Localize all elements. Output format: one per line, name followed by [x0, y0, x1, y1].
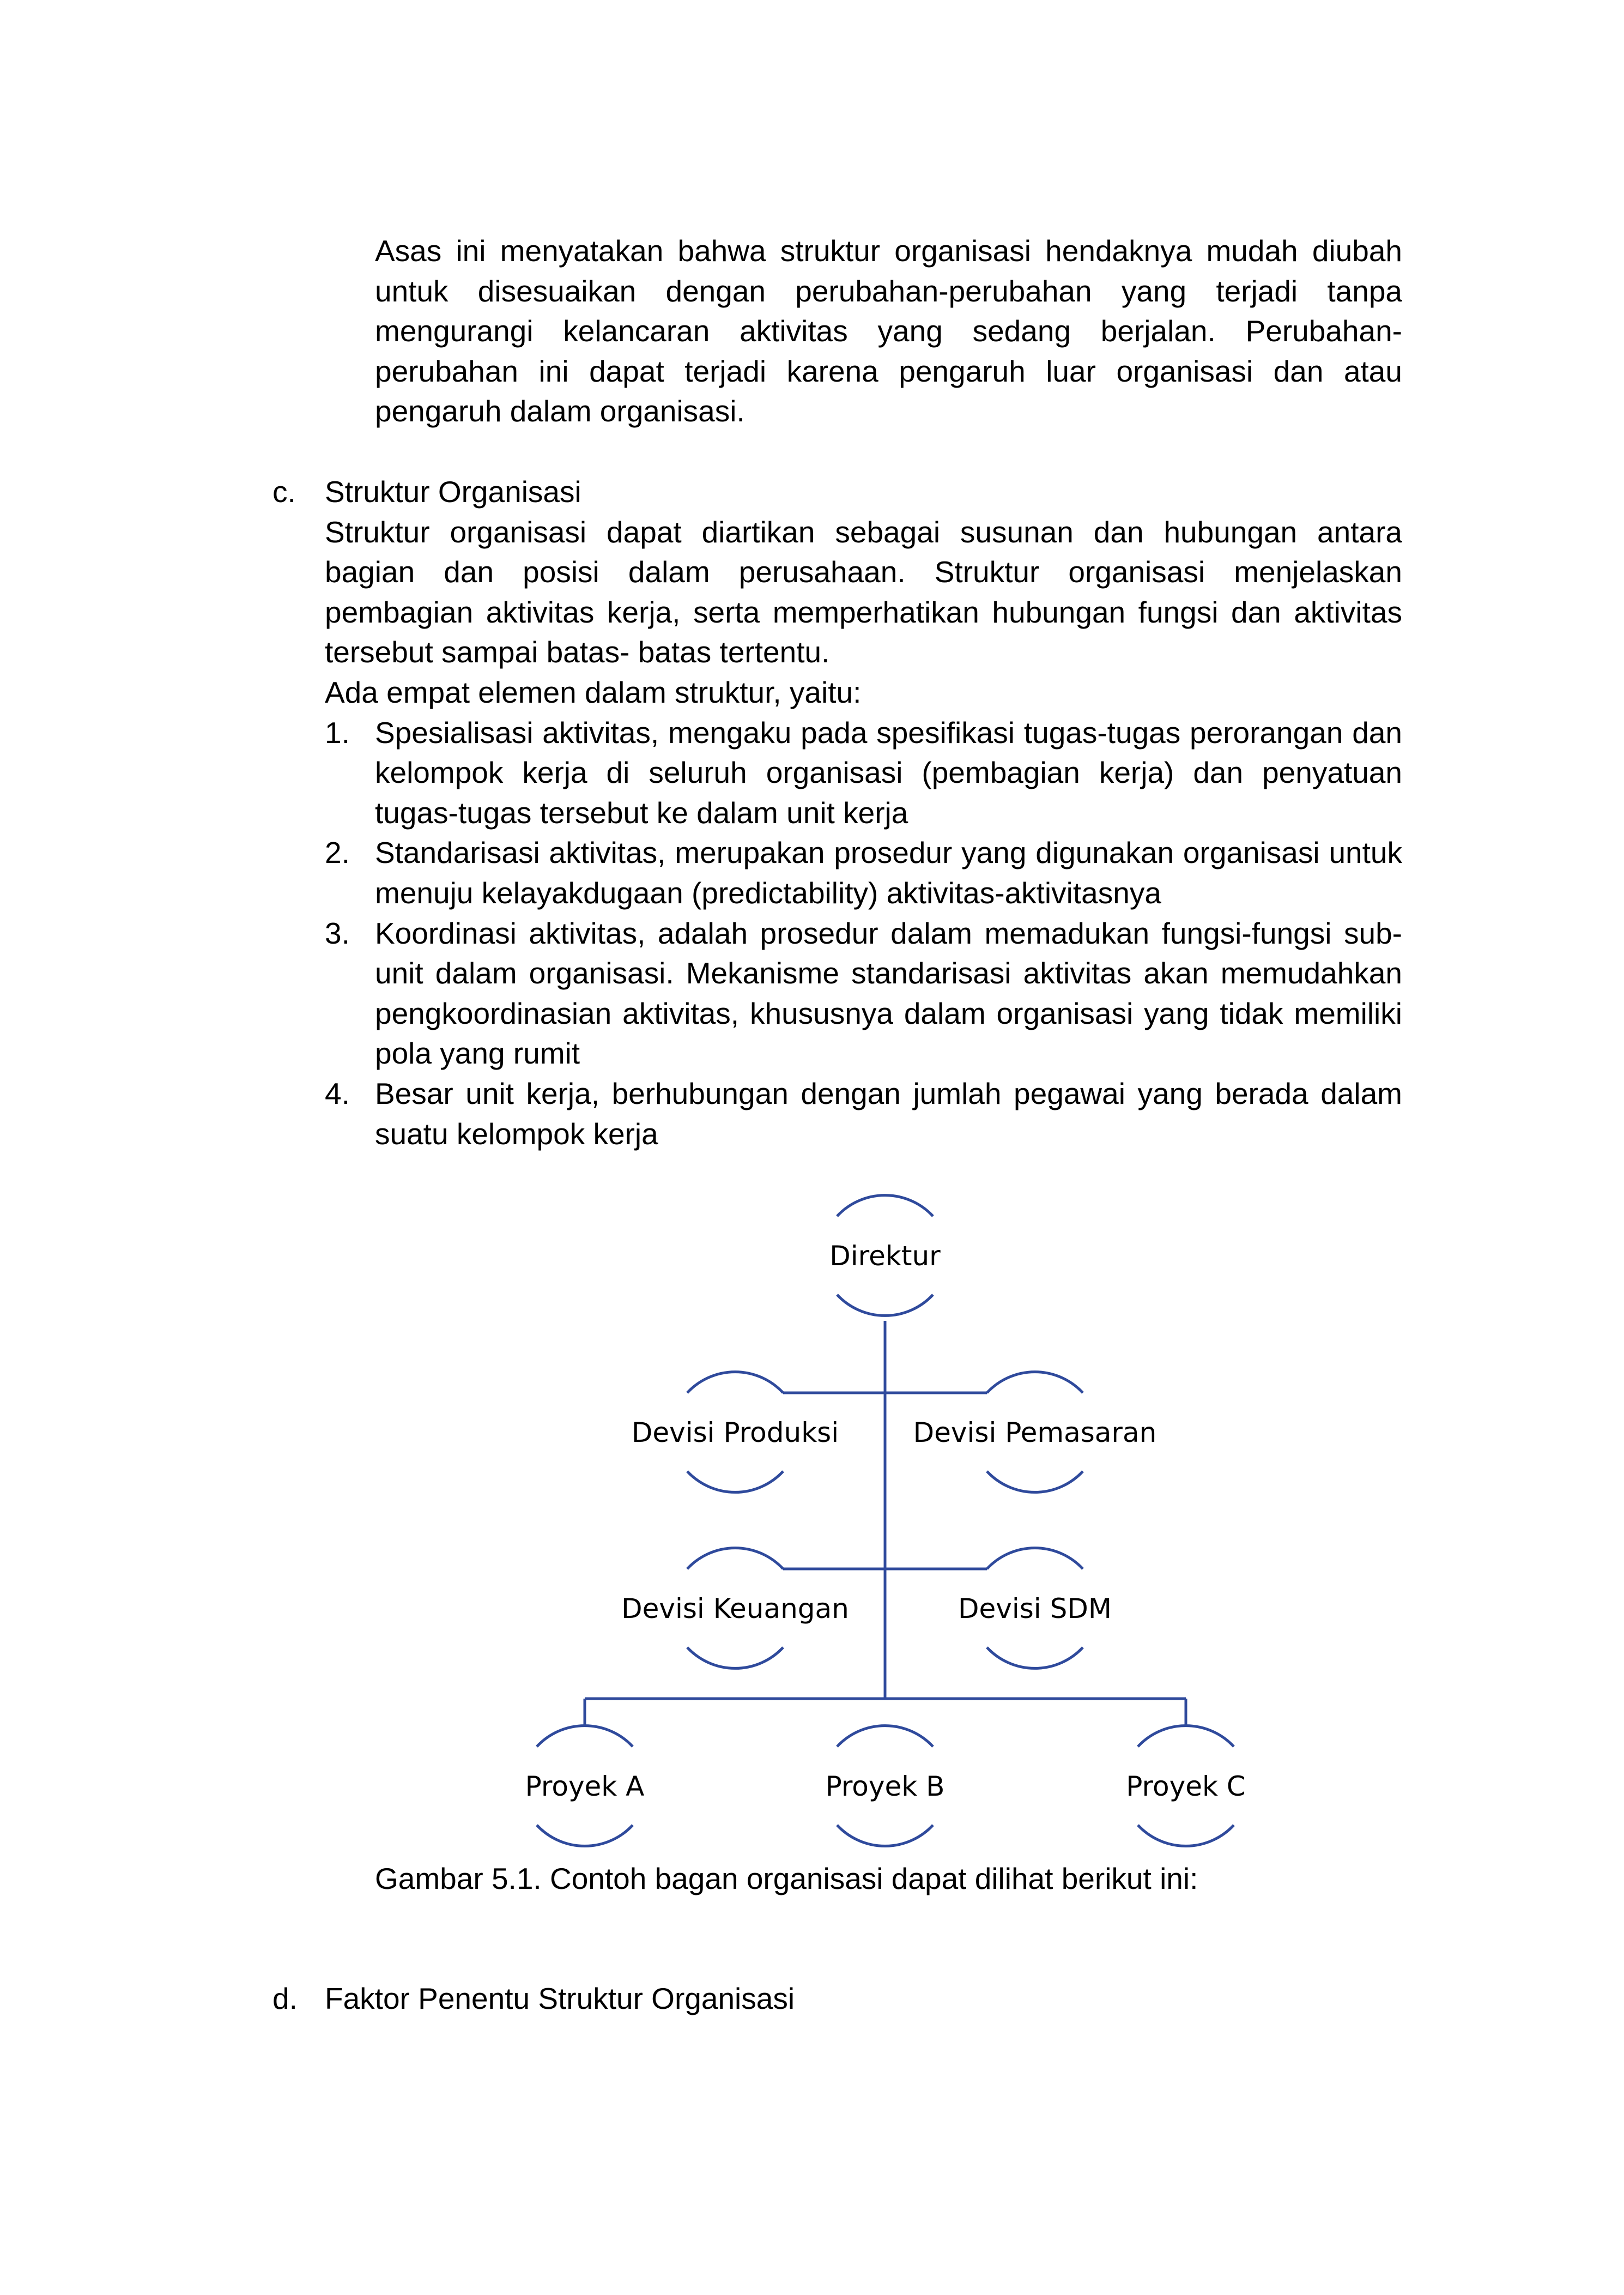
intro-paragraph: Asas ini menyatakan bahwa struktur organ… — [375, 234, 1402, 428]
list-item-number: 2. — [325, 836, 350, 870]
list-item: 4. Besar unit kerja, berhubungan dengan … — [325, 1074, 1402, 1154]
org-node-keuangan: Devisi Keuangan — [621, 1547, 849, 1670]
figure-caption: Gambar 5.1. Contoh bagan organisasi dapa… — [375, 1862, 1198, 1895]
node-top-arc — [986, 1370, 1084, 1394]
node-label: Direktur — [829, 1240, 941, 1272]
node-top-arc — [1137, 1724, 1235, 1748]
node-label: Devisi Keuangan — [621, 1593, 849, 1624]
section-c-letter: c. — [272, 475, 296, 509]
node-label: Proyek B — [826, 1771, 945, 1802]
list-item-number: 3. — [325, 916, 350, 950]
node-label: Devisi SDM — [958, 1593, 1112, 1624]
node-label: Proyek A — [525, 1771, 645, 1802]
node-bottom-arc — [986, 1646, 1084, 1670]
node-top-arc — [536, 1724, 634, 1748]
section-d-letter: d. — [272, 1982, 298, 2015]
node-bottom-arc — [1137, 1824, 1235, 1847]
org-node-pemasaran: Devisi Pemasaran — [913, 1370, 1157, 1494]
node-top-arc — [986, 1547, 1084, 1570]
org-node-proyek-a: Proyek A — [525, 1724, 645, 1847]
org-node-sdm: Devisi SDM — [958, 1547, 1112, 1670]
node-bottom-arc — [836, 1824, 934, 1847]
node-bottom-arc — [536, 1824, 634, 1847]
section-c-title: Struktur Organisasi — [325, 475, 581, 509]
node-bottom-arc — [686, 1646, 784, 1670]
node-label: Devisi Produksi — [632, 1417, 839, 1448]
org-chart-connectors — [583, 1321, 1187, 1725]
node-bottom-arc — [836, 1294, 934, 1317]
section-c-body: Struktur organisasi dapat diartikan seba… — [325, 515, 1402, 669]
org-node-proyek-c: Proyek C — [1126, 1724, 1246, 1847]
list-item-text: Koordinasi aktivitas, adalah prosedur da… — [375, 916, 1402, 1071]
node-bottom-arc — [986, 1470, 1084, 1494]
node-top-arc — [836, 1724, 934, 1748]
section-d-heading: d. Faktor Penentu Struktur Organisasi — [272, 1979, 1406, 2019]
list-item: 1. Spesialisasi aktivitas, mengaku pada … — [325, 713, 1402, 834]
elements-list: 1. Spesialisasi aktivitas, mengaku pada … — [325, 713, 1402, 1155]
node-label: Proyek C — [1126, 1771, 1245, 1802]
list-item-text: Spesialisasi aktivitas, mengaku pada spe… — [375, 715, 1402, 830]
list-item-text: Besar unit kerja, berhubungan dengan jum… — [375, 1076, 1402, 1151]
org-node-proyek-b: Proyek B — [826, 1724, 945, 1847]
section-d: d. Faktor Penentu Struktur Organisasi — [272, 1979, 1406, 2019]
node-top-arc — [836, 1194, 934, 1217]
node-top-arc — [686, 1370, 784, 1394]
elements-intro: Ada empat elemen dalam struktur, yaitu: — [325, 675, 862, 709]
node-label: Devisi Pemasaran — [913, 1417, 1157, 1448]
org-node-produksi: Devisi Produksi — [632, 1370, 839, 1494]
list-item-number: 4. — [325, 1076, 350, 1110]
section-d-title: Faktor Penentu Struktur Organisasi — [325, 1982, 795, 2015]
section-c-heading: c. Struktur Organisasi — [272, 472, 1406, 512]
list-item: 3. Koordinasi aktivitas, adalah prosedur… — [325, 914, 1402, 1074]
list-item-text: Standarisasi aktivitas, merupakan prosed… — [375, 836, 1402, 910]
list-item: 2. Standarisasi aktivitas, merupakan pro… — [325, 833, 1402, 913]
node-bottom-arc — [686, 1470, 784, 1494]
node-top-arc — [686, 1547, 784, 1570]
list-item-number: 1. — [325, 715, 350, 750]
section-c: c. Struktur Organisasi Struktur organisa… — [272, 472, 1406, 1154]
org-node-direktur: Direktur — [829, 1194, 941, 1317]
